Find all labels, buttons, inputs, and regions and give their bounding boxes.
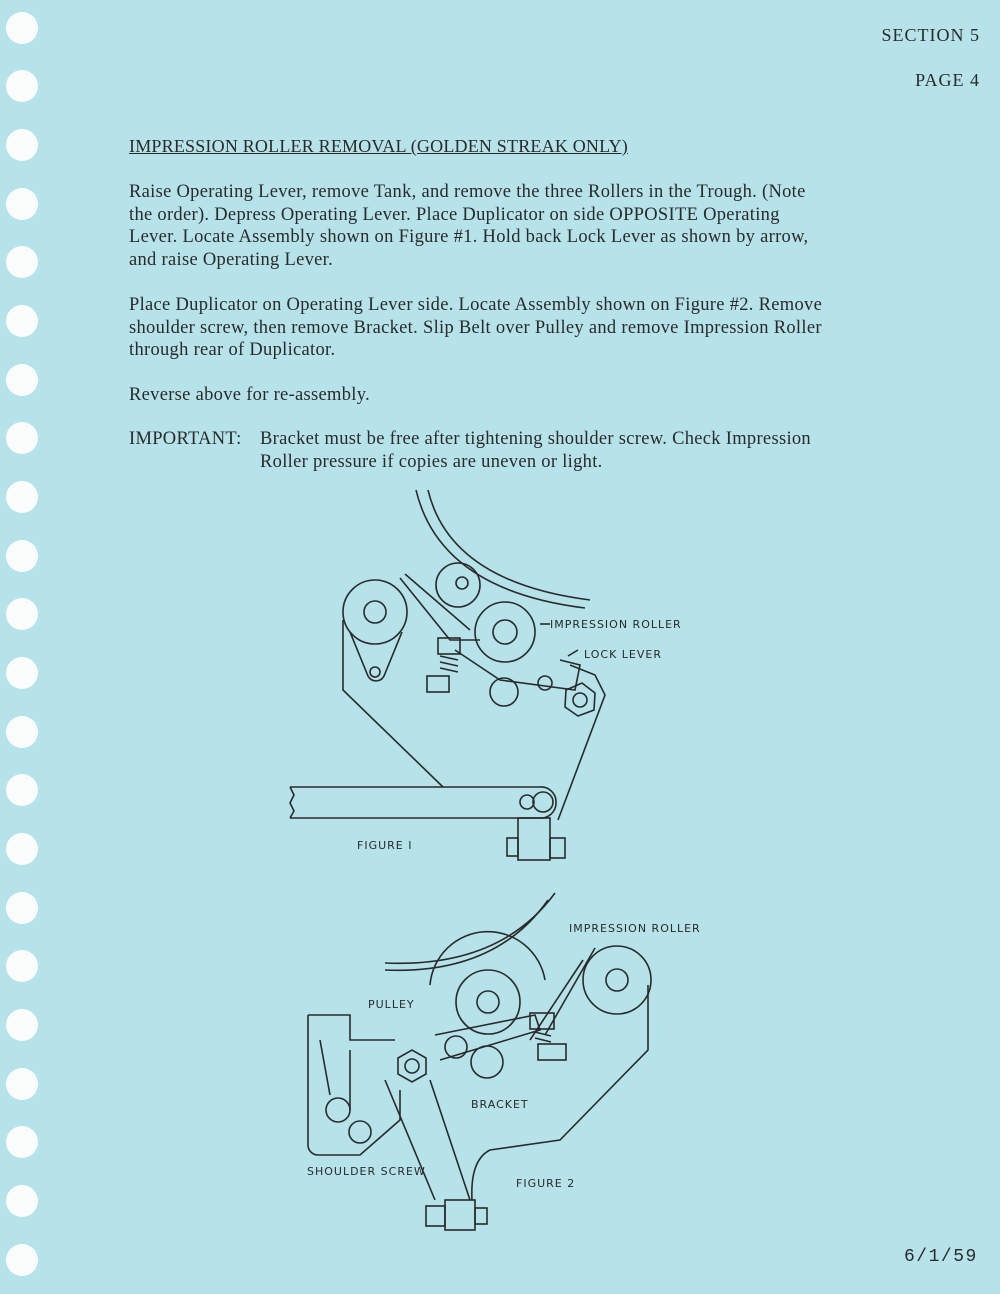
binder-hole [6,833,38,865]
important-label: IMPORTANT: [129,429,242,449]
text-line: Reverse above for re-assembly. [129,385,371,405]
binder-hole [6,774,38,806]
paragraph-1: Raise Operating Lever, remove Tank, and … [129,181,808,272]
figure-2-drawing [307,892,652,1231]
paragraph-2: Place Duplicator on Operating Lever side… [129,294,822,362]
binder-hole [6,1009,38,1041]
figure-1-caption: FIGURE I [357,839,413,852]
text-line: through rear of Duplicator. [129,340,336,361]
binder-hole [6,305,38,337]
text-line: Bracket must be free after tightening sh… [260,429,811,449]
paragraph-3: Reverse above for re-assembly. [129,384,370,407]
label-bracket: BRACKET [471,1098,529,1111]
text-line: and raise Operating Lever. [129,250,334,271]
figure-2-caption: FIGURE 2 [516,1177,576,1190]
binder-hole [6,657,38,689]
page-title: IMPRESSION ROLLER REMOVAL (GOLDEN STREAK… [129,136,628,156]
label-impression-roller: IMPRESSION ROLLER [550,618,682,631]
label-impression-roller: IMPRESSION ROLLER [569,922,701,935]
binder-hole [6,1185,38,1217]
text-line: Place Duplicator on Operating Lever side… [129,295,823,315]
binder-hole [6,950,38,982]
binder-hole [6,364,38,396]
binder-hole [6,12,38,44]
binder-hole [6,188,38,220]
figure-1-drawing [289,489,606,861]
binder-hole [6,716,38,748]
binder-hole [6,1244,38,1276]
text-line: Raise Operating Lever, remove Tank, and … [129,182,806,202]
page-number: PAGE 4 [915,70,980,90]
text-line: the order). Depress Operating Lever. Pla… [129,204,780,225]
label-shoulder-screw: SHOULDER SCREW [307,1165,426,1178]
binder-hole [6,70,38,102]
text-line: Roller pressure if copies are uneven or … [260,451,603,472]
binder-hole [6,246,38,278]
label-pulley: PULLEY [368,998,415,1011]
section-number: SECTION 5 [881,25,980,45]
binder-hole [6,892,38,924]
binder-hole [6,540,38,572]
important-note: Bracket must be free after tightening sh… [260,428,811,473]
binder-hole [6,1126,38,1158]
binder-hole [6,598,38,630]
label-lock-lever: LOCK LEVER [584,648,662,661]
binder-hole [6,422,38,454]
revision-date: 6/1/59 [904,1247,978,1267]
binder-hole [6,1068,38,1100]
binder-hole [6,481,38,513]
text-line: shoulder screw, then remove Bracket. Sli… [129,317,822,338]
text-line: Lever. Locate Assembly shown on Figure #… [129,227,809,248]
binder-hole [6,129,38,161]
